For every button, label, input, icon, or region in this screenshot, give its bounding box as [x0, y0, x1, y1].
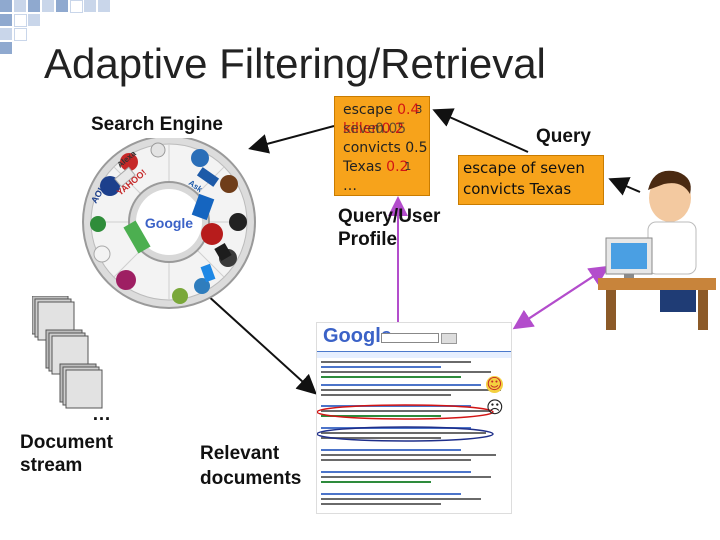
relevant-result-highlight	[317, 404, 494, 420]
results-google-logo: Google	[323, 325, 392, 347]
query-user-profile-label-line1: Query/User	[338, 206, 441, 227]
results-search-button	[441, 333, 457, 344]
profile-row-killer: killer 0.2 seven 0.05	[343, 121, 407, 137]
relevant-documents-label-line2: documents	[200, 468, 302, 489]
search-engine-wheel-icon: AOL Alexa YAHOO! Ask Google	[82, 138, 256, 309]
arrow-user-to-query	[608, 177, 641, 196]
profile-row-ellipsis: …	[343, 178, 357, 194]
document-stack-icon	[32, 296, 103, 409]
query-label: Query	[536, 126, 591, 147]
document-stream-label-line2: stream	[20, 455, 83, 476]
document-stream-ellipsis: …	[92, 404, 111, 425]
search-engine-label: Search Engine	[91, 114, 223, 135]
slide-title: Adaptive Filtering/Retrieval	[44, 40, 546, 87]
relevant-documents-label-line1: Relevant	[200, 443, 280, 464]
arrow-profile-to-engine	[248, 125, 335, 154]
arrow-user-to-results	[512, 267, 607, 330]
results-search-field	[381, 333, 439, 343]
user-at-computer-icon	[598, 170, 716, 330]
engine-logo-center: Google	[145, 215, 193, 231]
nonrelevant-result-highlight	[317, 426, 494, 442]
negative-feedback-icon: ☹	[486, 398, 504, 418]
results-header-bar	[317, 351, 511, 358]
profile-row-texas: Texas 0.21	[343, 159, 412, 175]
arrow-stream-to-results	[205, 293, 317, 395]
positive-feedback-icon: ☺	[486, 375, 503, 393]
profile-row-escape: escape 0.43	[343, 102, 423, 118]
results-list	[317, 361, 501, 505]
profile-box: escape 0.43 killer 0.2 seven 0.05 convic…	[334, 96, 430, 196]
query-box: escape of seven convicts Texas	[458, 155, 604, 205]
document-stream-label-line1: Document	[20, 432, 113, 453]
arrow-query-to-profile	[432, 108, 529, 153]
query-user-profile-label-line2: Profile	[338, 229, 398, 250]
search-results-screenshot: Google	[316, 322, 512, 514]
profile-row-convicts: convicts 0.5	[343, 140, 428, 156]
